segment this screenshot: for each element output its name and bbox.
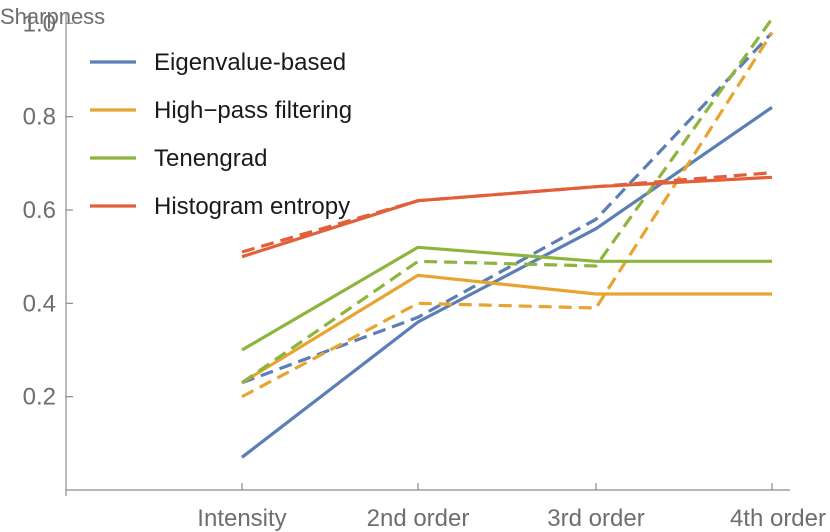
legend-label: Tenengrad xyxy=(154,145,267,172)
series-line-4-solid xyxy=(241,245,772,352)
series-line-1-dashed xyxy=(241,31,774,385)
x-axis-ticks: Intensity 2nd order 3rd order 4th order xyxy=(197,483,826,532)
x-tick-label: 2nd order xyxy=(367,505,470,532)
legend-label: High−pass filtering xyxy=(154,97,352,124)
x-tick-label: Intensity xyxy=(197,505,286,532)
y-tick-label: 0.4 xyxy=(23,290,56,317)
axes xyxy=(65,14,790,496)
series-line-0-solid xyxy=(241,105,773,459)
series-line-7-dashed xyxy=(241,171,773,254)
series-line-2-solid xyxy=(241,273,772,385)
x-tick-label: 3rd order xyxy=(547,505,644,532)
series-line-3-dashed xyxy=(241,31,774,399)
y-tick-label: 0.8 xyxy=(23,104,56,131)
legend-label: Histogram entropy xyxy=(154,193,350,220)
legend-label: Eigenvalue-based xyxy=(154,49,346,76)
y-tick-label: 0.2 xyxy=(23,384,56,411)
y-axis-title: Sharpness xyxy=(0,4,105,29)
y-tick-label: 1.0 xyxy=(23,10,56,37)
x-tick-label: 4th order xyxy=(730,505,826,532)
y-tick-label: 0.6 xyxy=(23,197,56,224)
series-line-5-dashed xyxy=(241,17,774,385)
y-axis-ticks: 0.2 0.4 0.6 0.8 1.0 xyxy=(23,10,73,411)
series-lines xyxy=(241,17,774,459)
